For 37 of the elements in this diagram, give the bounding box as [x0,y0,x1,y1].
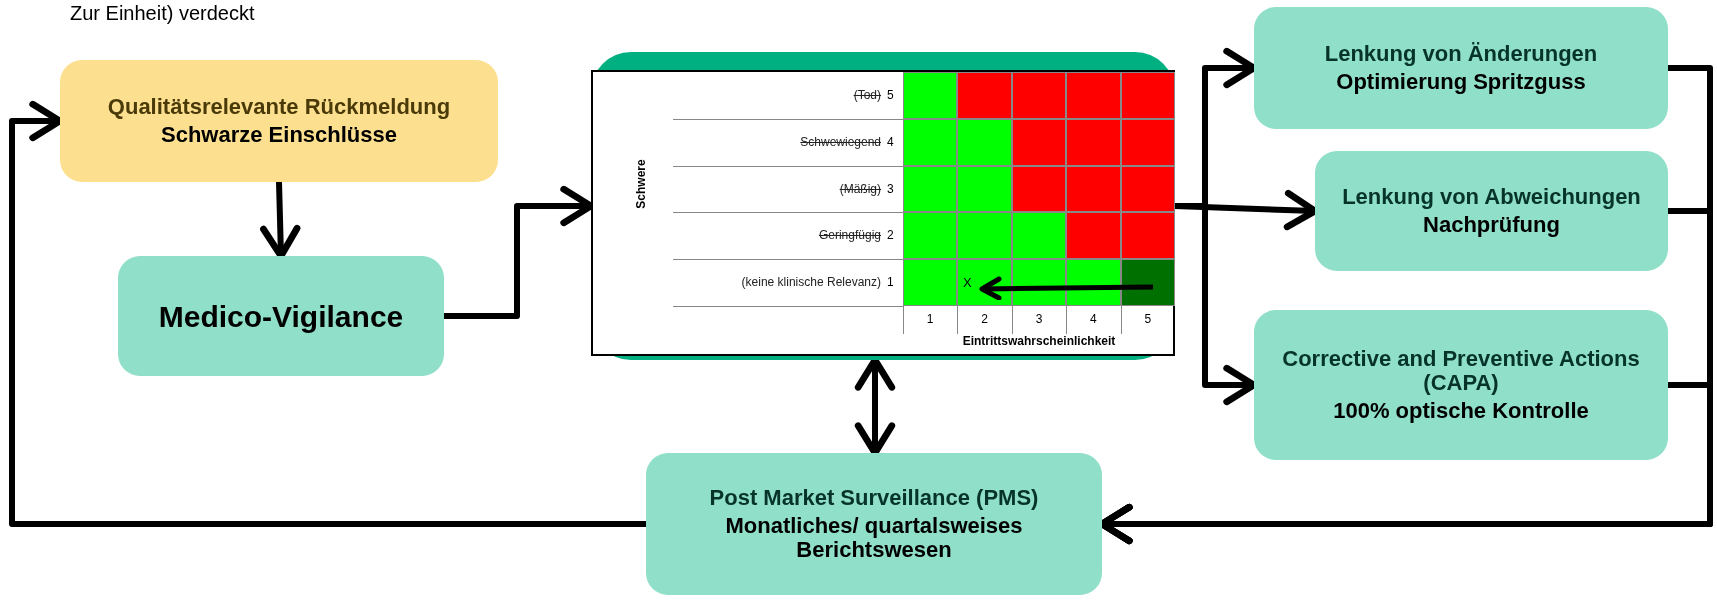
probability-number: 2 [980,312,989,326]
process-box [1254,310,1668,460]
probability-number: 4 [1089,312,1098,326]
note-text: Zur Einheit) verdeckt [70,2,255,25]
process-box [1315,151,1668,271]
probability-number: 1 [925,312,935,326]
severity-label: (keine klinische Relevanz) [741,274,881,292]
axis-title: Eintrittswahrscheinlichkeit [961,334,1117,348]
severity-label: (Tod) [853,87,881,104]
box-text: Lenkung von Änderungen [1324,41,1598,66]
severity-label: (Mäßig) [839,180,881,198]
process-box [1254,7,1668,129]
risk-mark: X [963,275,972,290]
arrow [9,100,646,527]
process-box [60,60,498,182]
box-text: Lenkung von Abweichungen [1342,184,1641,209]
severity-number: 5 [887,87,894,104]
severity-number: 2 [887,227,894,245]
box-text: Monatliches/ quartalsweises Berichtswesen [724,513,1024,563]
box-text: Nachprüfung [1423,213,1560,238]
box-text: Optimierung Spritzguss [1336,70,1586,95]
severity-number: 3 [887,180,894,198]
process-box [118,256,444,376]
probability-number: 3 [1034,312,1044,326]
process-box [646,453,1102,595]
severity-number: 1 [887,274,894,292]
severity-label: Schwewiegend [800,133,881,151]
box-text: Schwarze Einschlüsse [161,123,397,148]
severity-number: 4 [887,133,894,151]
box-text: Post Market Surveillance (PMS) [709,485,1039,510]
box-text: 100% optische Kontrolle [1333,399,1589,424]
box-text: Medico-Vigilance [158,299,404,333]
severity-label: Geringfügig [818,227,881,245]
probability-number: 5 [1143,312,1153,326]
axis-title: Schwere [634,159,648,209]
box-text: Qualitätsrelevante Rückmeldung [107,94,451,119]
box-text: Corrective and Preventive Actions (CAPA) [1281,346,1641,396]
